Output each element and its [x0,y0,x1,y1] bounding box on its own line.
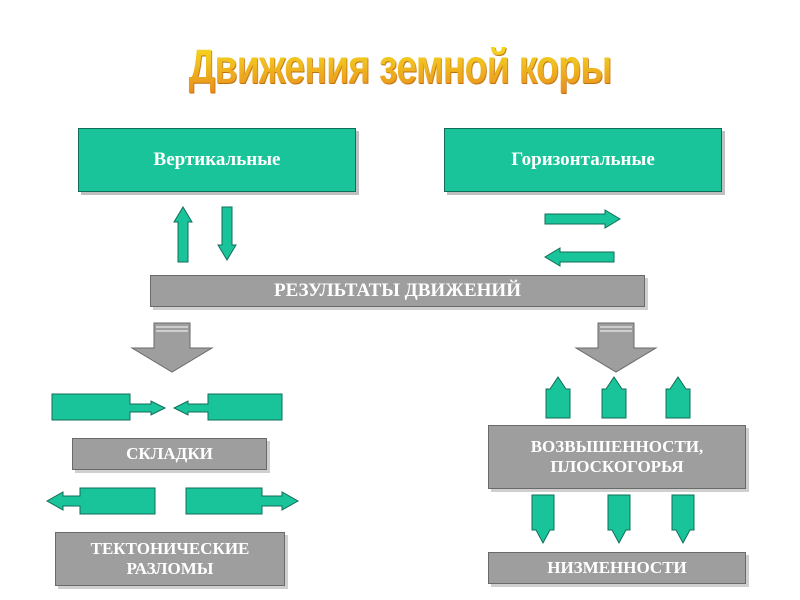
horizontal-movements-box: Горизонтальные [444,128,722,192]
down-arrow-icon [217,206,237,261]
fault-right-block-icon [185,487,300,515]
uplift-arrow-1-icon [545,376,571,419]
subside-arrow-3-icon [671,494,695,545]
uplands-plateaus-box: ВОЗВЫШЕННОСТИ, ПЛОСКОГОРЬЯ [488,425,746,489]
right-arrow-icon [544,209,621,229]
compress-left-block-icon [51,393,167,421]
up-arrow-icon [173,206,193,263]
uplift-arrow-2-icon [601,376,627,419]
left-arrow-icon [544,247,615,267]
lowlands-box: НИЗМЕННОСТИ [488,552,746,584]
diagram-title: Движения земной коры [88,40,712,95]
uplift-arrow-3-icon [665,376,691,419]
subside-arrow-2-icon [607,494,631,545]
compress-right-block-icon [172,393,283,421]
tectonic-faults-box: ТЕКТОНИЧЕСКИЕ РАЗЛОМЫ [55,532,285,586]
vertical-movements-box: Вертикальные [78,128,356,192]
folds-box: СКЛАДКИ [72,438,267,470]
fault-left-block-icon [45,487,156,515]
subside-arrow-1-icon [531,494,555,545]
results-banner: РЕЗУЛЬТАТЫ ДВИЖЕНИЙ [150,275,645,307]
results-to-right-arrow-icon [574,322,658,373]
results-to-left-arrow-icon [130,322,214,373]
